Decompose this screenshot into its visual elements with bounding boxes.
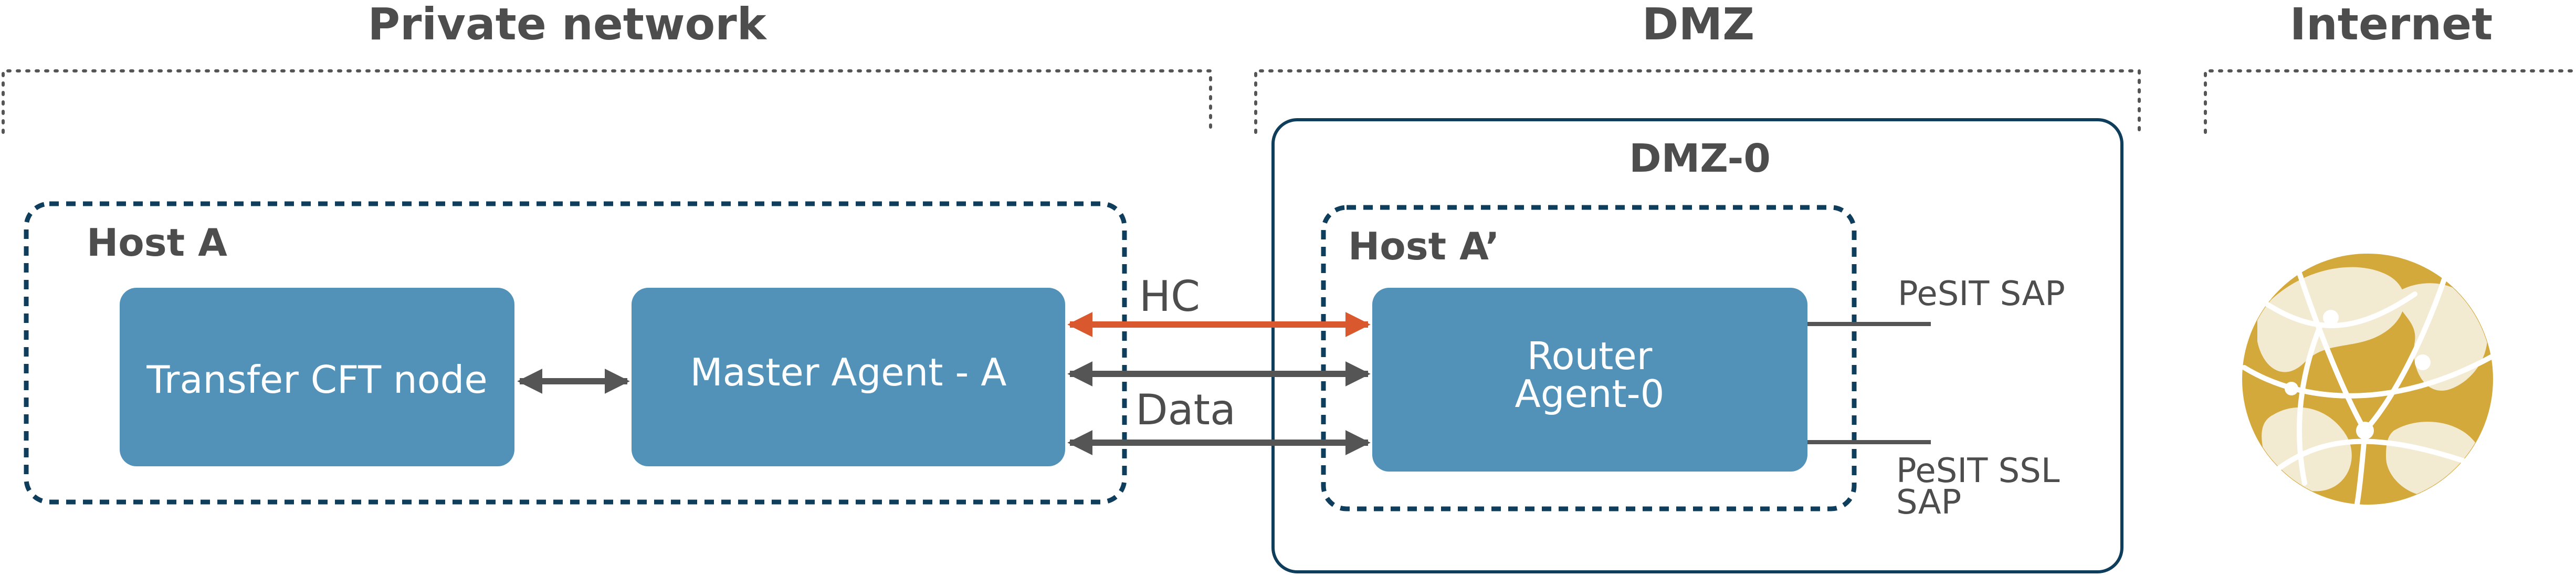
host-a-box [24,201,1127,505]
zone-title-dmz: DMZ [1642,0,1754,50]
zone-bracket-internet [2204,69,2574,134]
router-agent-label-line2: Agent-0 [1515,372,1665,416]
zone-title-private: Private network [367,0,767,50]
data-label: Data [1135,385,1236,434]
zone-bracket-private [2,69,1212,134]
transfer-cft-node-label: Transfer CFT node [146,358,487,402]
zone-bracket-dmz [1254,69,2141,134]
globe-icon [2239,250,2496,508]
router-agent-label-line1: Router [1527,334,1653,378]
host-a-label: Host A [87,221,227,265]
zone-title-internet: Internet [2290,0,2493,50]
master-agent-box [632,288,1065,466]
transfer-cft-node-box [120,288,514,466]
dmz-0-label: DMZ-0 [1629,136,1771,181]
pesit-ssl-sap-label-line2: SAP [1896,483,1961,522]
pesit-ssl-sap-label-line1: PeSIT SSL [1896,452,2060,490]
dmz-0-box [1271,118,2123,573]
pesit-sap-label: PeSIT SAP [1898,275,2065,313]
host-a-prime-box [1321,205,1857,511]
hc-label: HC [1139,272,1200,321]
master-agent-label: Master Agent - A [690,350,1007,394]
host-a-prime-label: Host A’ [1348,224,1500,268]
router-agent-box [1372,288,1807,472]
